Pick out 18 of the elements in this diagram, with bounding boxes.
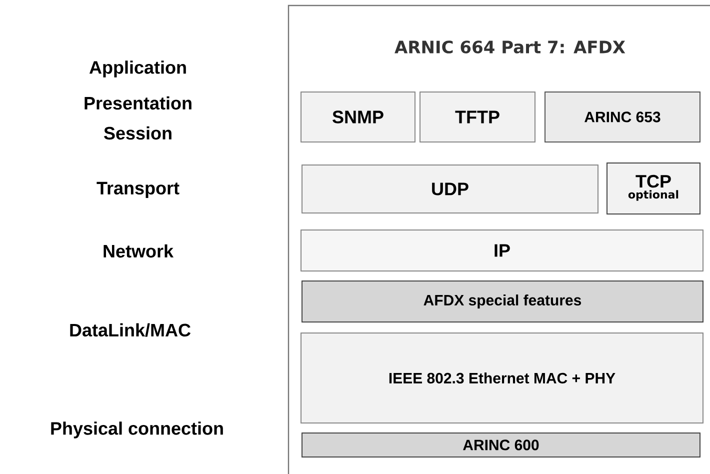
layer-box: IP xyxy=(300,230,704,272)
layer-box: ARINC 653 xyxy=(544,92,700,142)
layer-label: Presentation xyxy=(84,96,192,110)
layer-box: AFDX special features xyxy=(302,280,704,322)
layer-box: TCP optional xyxy=(606,162,700,214)
layer-label: DataLink/MAC xyxy=(70,323,191,337)
layer-box: TFTP xyxy=(420,92,536,142)
layer-box: UDP xyxy=(302,164,598,214)
layer-label: Transport xyxy=(96,182,180,198)
title: ARNIC 664 Part 7: AFDX xyxy=(394,40,626,54)
layer-box: SNMP xyxy=(300,92,416,142)
layer-label: Session xyxy=(104,126,172,140)
layer-label: Application xyxy=(89,60,186,78)
layer-box: ARINC 600 xyxy=(302,432,700,458)
layer-label: Physical connection xyxy=(51,422,223,438)
layer-label: Network xyxy=(104,244,174,258)
layer-box: IEEE 802.3 Ethernet MAC + PHY xyxy=(300,332,704,424)
frame xyxy=(288,4,710,474)
